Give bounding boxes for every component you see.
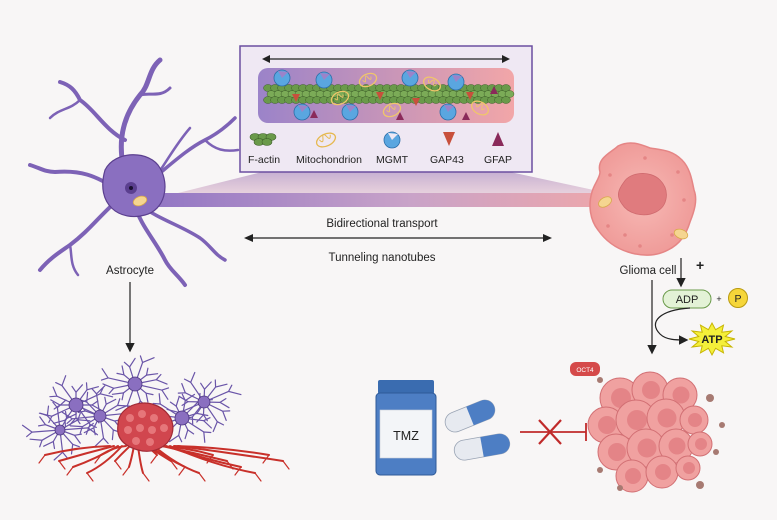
gap43-icon [376,92,384,100]
gap43-icon [466,92,474,100]
tumor-debris [713,449,719,455]
bidirectional-transport-label: Bidirectional transport [326,218,438,230]
factin-strand [263,84,515,104]
tumor-cell [679,405,709,435]
legend-item-mitochondrion: Mitochondrion [296,132,362,166]
tunneling-nanotubes-label: Tunneling nanotubes [329,252,436,264]
tumor-debris [696,481,704,489]
gfap-icon [310,110,318,118]
astrocyte-cell: Astrocyte [28,57,240,287]
legend: F-actin Mitochondrion MGMT GAP43 GFAP [248,131,512,166]
gfap-icon [492,132,504,146]
glioma-nucleus [618,173,667,216]
capsule-icon [453,433,511,461]
mgmt-icon [315,71,333,89]
tumor-debris [719,422,725,428]
phosphate-label: P [734,293,741,305]
mitochondrion-icon [132,195,148,207]
tumor-debris [597,467,603,473]
gap43-icon [412,98,420,106]
tumor-cell [675,455,701,481]
glioma-label: Glioma cell [620,265,677,277]
oct4-label: OCT4 [576,367,594,374]
mitochondrion-icon [422,76,442,92]
tumor-texture [124,410,168,446]
transport-annotation: Bidirectional transport Tunneling nanotu… [244,218,552,264]
inset-arrowhead-left [262,55,270,63]
mgmt-icon [341,103,359,121]
glioma-surface-dots [601,156,686,248]
inset-arrowhead-right [502,55,510,63]
legend-label-gap43: GAP43 [430,154,464,166]
legend-label-factin: F-actin [248,154,280,166]
glioma-tumor-cluster [587,371,725,493]
plus-sign: + [696,257,704,273]
legend-item-mgmt: MGMT [376,131,409,166]
blood-vessels [38,445,290,482]
mgmt-icon [383,131,401,149]
tunneling-nanotube [130,193,640,207]
inhibit-icon [520,419,587,445]
adp-label: ADP [676,294,699,306]
network-astrocyte-bodies [54,376,211,436]
adp-to-atp-arrow [654,307,691,345]
gap43-icon [292,94,300,102]
mgmt-icon [273,69,291,87]
atp-burst-icon [688,321,736,357]
mitochondrion-icon [358,72,378,88]
transport-arrowhead-right [543,234,552,242]
tumor-cell [658,428,694,464]
tmz-bottle-icon: TMZ [375,380,437,476]
tumor-cell [597,433,635,471]
legend-label-gfap: GFAP [484,154,512,166]
legend-item-factin: F-actin [248,133,280,166]
tumor-cell [646,398,686,438]
legend-label-mitochondrion: Mitochondrion [296,154,362,166]
tmz-label: TMZ [393,429,419,443]
energy-pathway: + ADP + P ATP [647,257,748,357]
glioma-cell: Glioma cell [589,142,697,277]
tumor-debris [617,485,623,491]
atp-label: ATP [701,334,722,346]
nanotube-inset [150,45,640,200]
tumor-cell [615,459,649,493]
gap43-icon [443,132,455,146]
mitochondrion-icon [598,196,612,208]
astrocyte-label: Astrocyte [106,265,154,277]
mgmt-icon [447,73,465,91]
legend-label-mgmt: MGMT [376,154,409,166]
tumor-cell [687,431,713,457]
mitochondrion-icon [673,228,689,240]
mgmt-icon [439,103,457,121]
oct4-badge [570,362,600,376]
legend-item-gap43: GAP43 [430,132,464,166]
legend-item-gfap: GFAP [484,132,512,166]
mgmt-icon [401,69,419,87]
mitochondrion-icon [470,100,490,116]
tumor-debris [597,377,603,383]
gfap-icon [490,86,498,94]
transport-arrowhead-left [244,234,253,242]
tumor-astrocyte-network [21,355,290,482]
factin-icon [249,133,277,146]
mitochondrion-icon [330,90,350,106]
gfap-icon [396,112,404,120]
phosphate-icon [728,288,748,308]
tumor-debris [706,394,714,402]
adp-plus: + [716,294,721,304]
nanotube-cargo [273,69,498,121]
tumor-cell [645,455,679,489]
capsule-icon [444,399,496,433]
gfap-icon [462,112,470,120]
mgmt-icon [293,103,311,121]
mitochondrion-icon [315,132,337,148]
mitochondrion-icon [382,102,402,118]
